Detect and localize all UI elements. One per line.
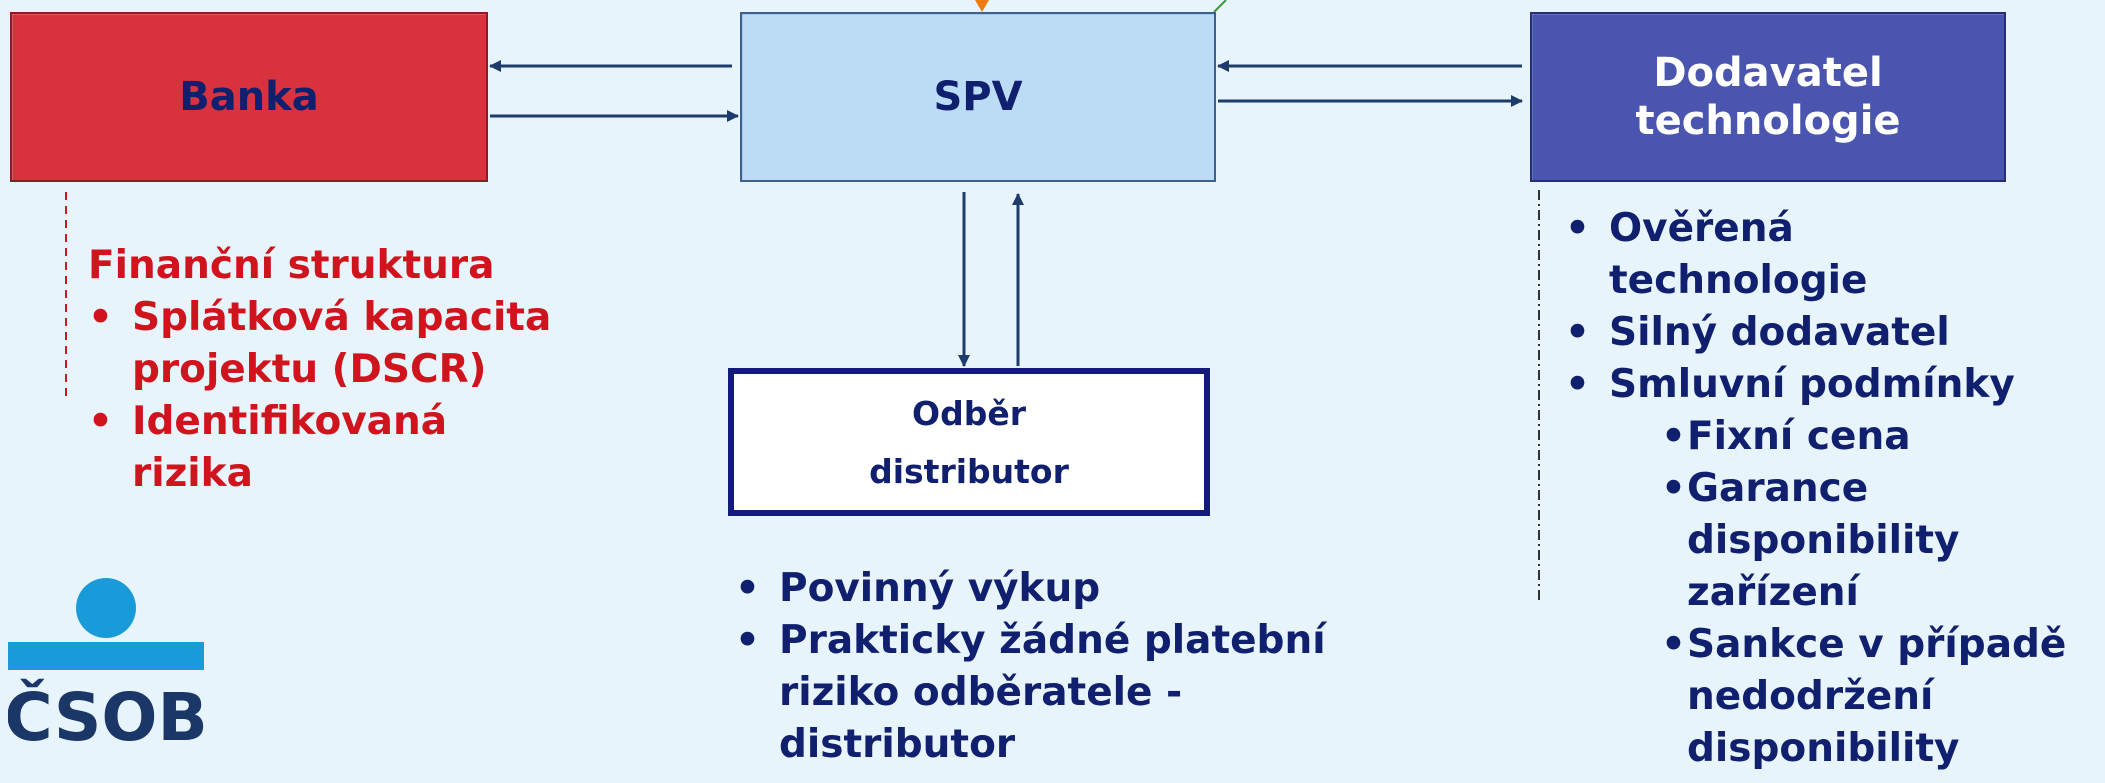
list-item-line: distributor <box>779 722 1016 767</box>
list-item-line: rizika <box>132 451 253 496</box>
list-item-line: Povinný výkup <box>779 566 1101 611</box>
sub-list-item: Garance disponibility zařízení <box>1661 463 2066 619</box>
list-item-line: Smluvní podmínky <box>1609 362 2015 407</box>
list-item: Ověřená technologie <box>1565 203 2066 307</box>
dodavatel-notes-sublist: Fixní cena Garance disponibility zařízen… <box>1565 411 2066 775</box>
dodavatel-label-line2: technologie <box>1635 98 1901 144</box>
list-item: Splátková kapacita projektu (DSCR) <box>88 292 551 396</box>
banka-notes-list: Splátková kapacita projektu (DSCR) Ident… <box>88 292 551 500</box>
list-item: Identifikovaná rizika <box>88 396 551 500</box>
list-item-line: disponibility <box>1687 518 1960 563</box>
odber-label-line2: distributor <box>869 451 1069 491</box>
list-item-line: Splátková kapacita <box>132 295 552 340</box>
list-item: Prakticky žádné platební riziko odběrate… <box>735 615 1326 771</box>
spv-box: SPV <box>740 12 1216 182</box>
dodavatel-notes: Ověřená technologie Silný dodavatel Smlu… <box>1565 203 2066 775</box>
list-item-line: technologie <box>1609 258 1868 303</box>
banka-notes: Finanční struktura Splátková kapacita pr… <box>88 240 551 500</box>
distributor-notes-list: Povinný výkup Prakticky žádné platební r… <box>735 563 1326 771</box>
list-item-line: Garance <box>1687 466 1869 511</box>
dodavatel-label-line1: Dodavatel <box>1653 50 1883 96</box>
list-item: Smluvní podmínky <box>1565 359 2066 411</box>
banka-notes-heading: Finanční struktura <box>88 243 495 288</box>
dodavatel-notes-list: Ověřená technologie Silný dodavatel Smlu… <box>1565 203 2066 411</box>
list-item-line: Ověřená <box>1609 206 1794 251</box>
list-item-line: zařízení <box>1687 570 1859 615</box>
list-item: Silný dodavatel <box>1565 307 2066 359</box>
list-item-line: Sankce v případě <box>1687 622 2067 667</box>
list-item-line: disponibility <box>1687 726 1960 771</box>
arrow-top-green <box>1213 0 1227 13</box>
distributor-notes: Povinný výkup Prakticky žádné platební r… <box>735 563 1326 771</box>
list-item: Povinný výkup <box>735 563 1326 615</box>
logo-bar <box>8 642 204 670</box>
odber-box: Odběr distributor <box>728 368 1210 516</box>
sub-list-item: Sankce v případě nedodržení disponibilit… <box>1661 619 2066 775</box>
list-item-line: projektu (DSCR) <box>132 347 487 392</box>
dodavatel-box: Dodavatel technologie <box>1530 12 2006 182</box>
odber-label-line1: Odběr <box>912 393 1026 433</box>
list-item-line: Prakticky žádné platební <box>779 618 1326 663</box>
list-item-line: riziko odběratele - <box>779 670 1183 715</box>
arrow-top-orange <box>975 0 989 12</box>
banka-label: Banka <box>179 74 319 120</box>
spv-label: SPV <box>933 74 1023 120</box>
list-item-line: Fixní cena <box>1687 414 1911 459</box>
csob-logo: ČSOB <box>8 578 204 746</box>
sub-list-item: Fixní cena <box>1661 411 2066 463</box>
list-item-line: Identifikovaná <box>132 399 448 444</box>
logo-circle <box>76 578 136 638</box>
banka-box: Banka <box>10 12 488 182</box>
list-item-line: nedodržení <box>1687 674 1934 719</box>
logo-text: ČSOB <box>8 679 204 746</box>
list-item-line: Silný dodavatel <box>1609 310 1950 355</box>
